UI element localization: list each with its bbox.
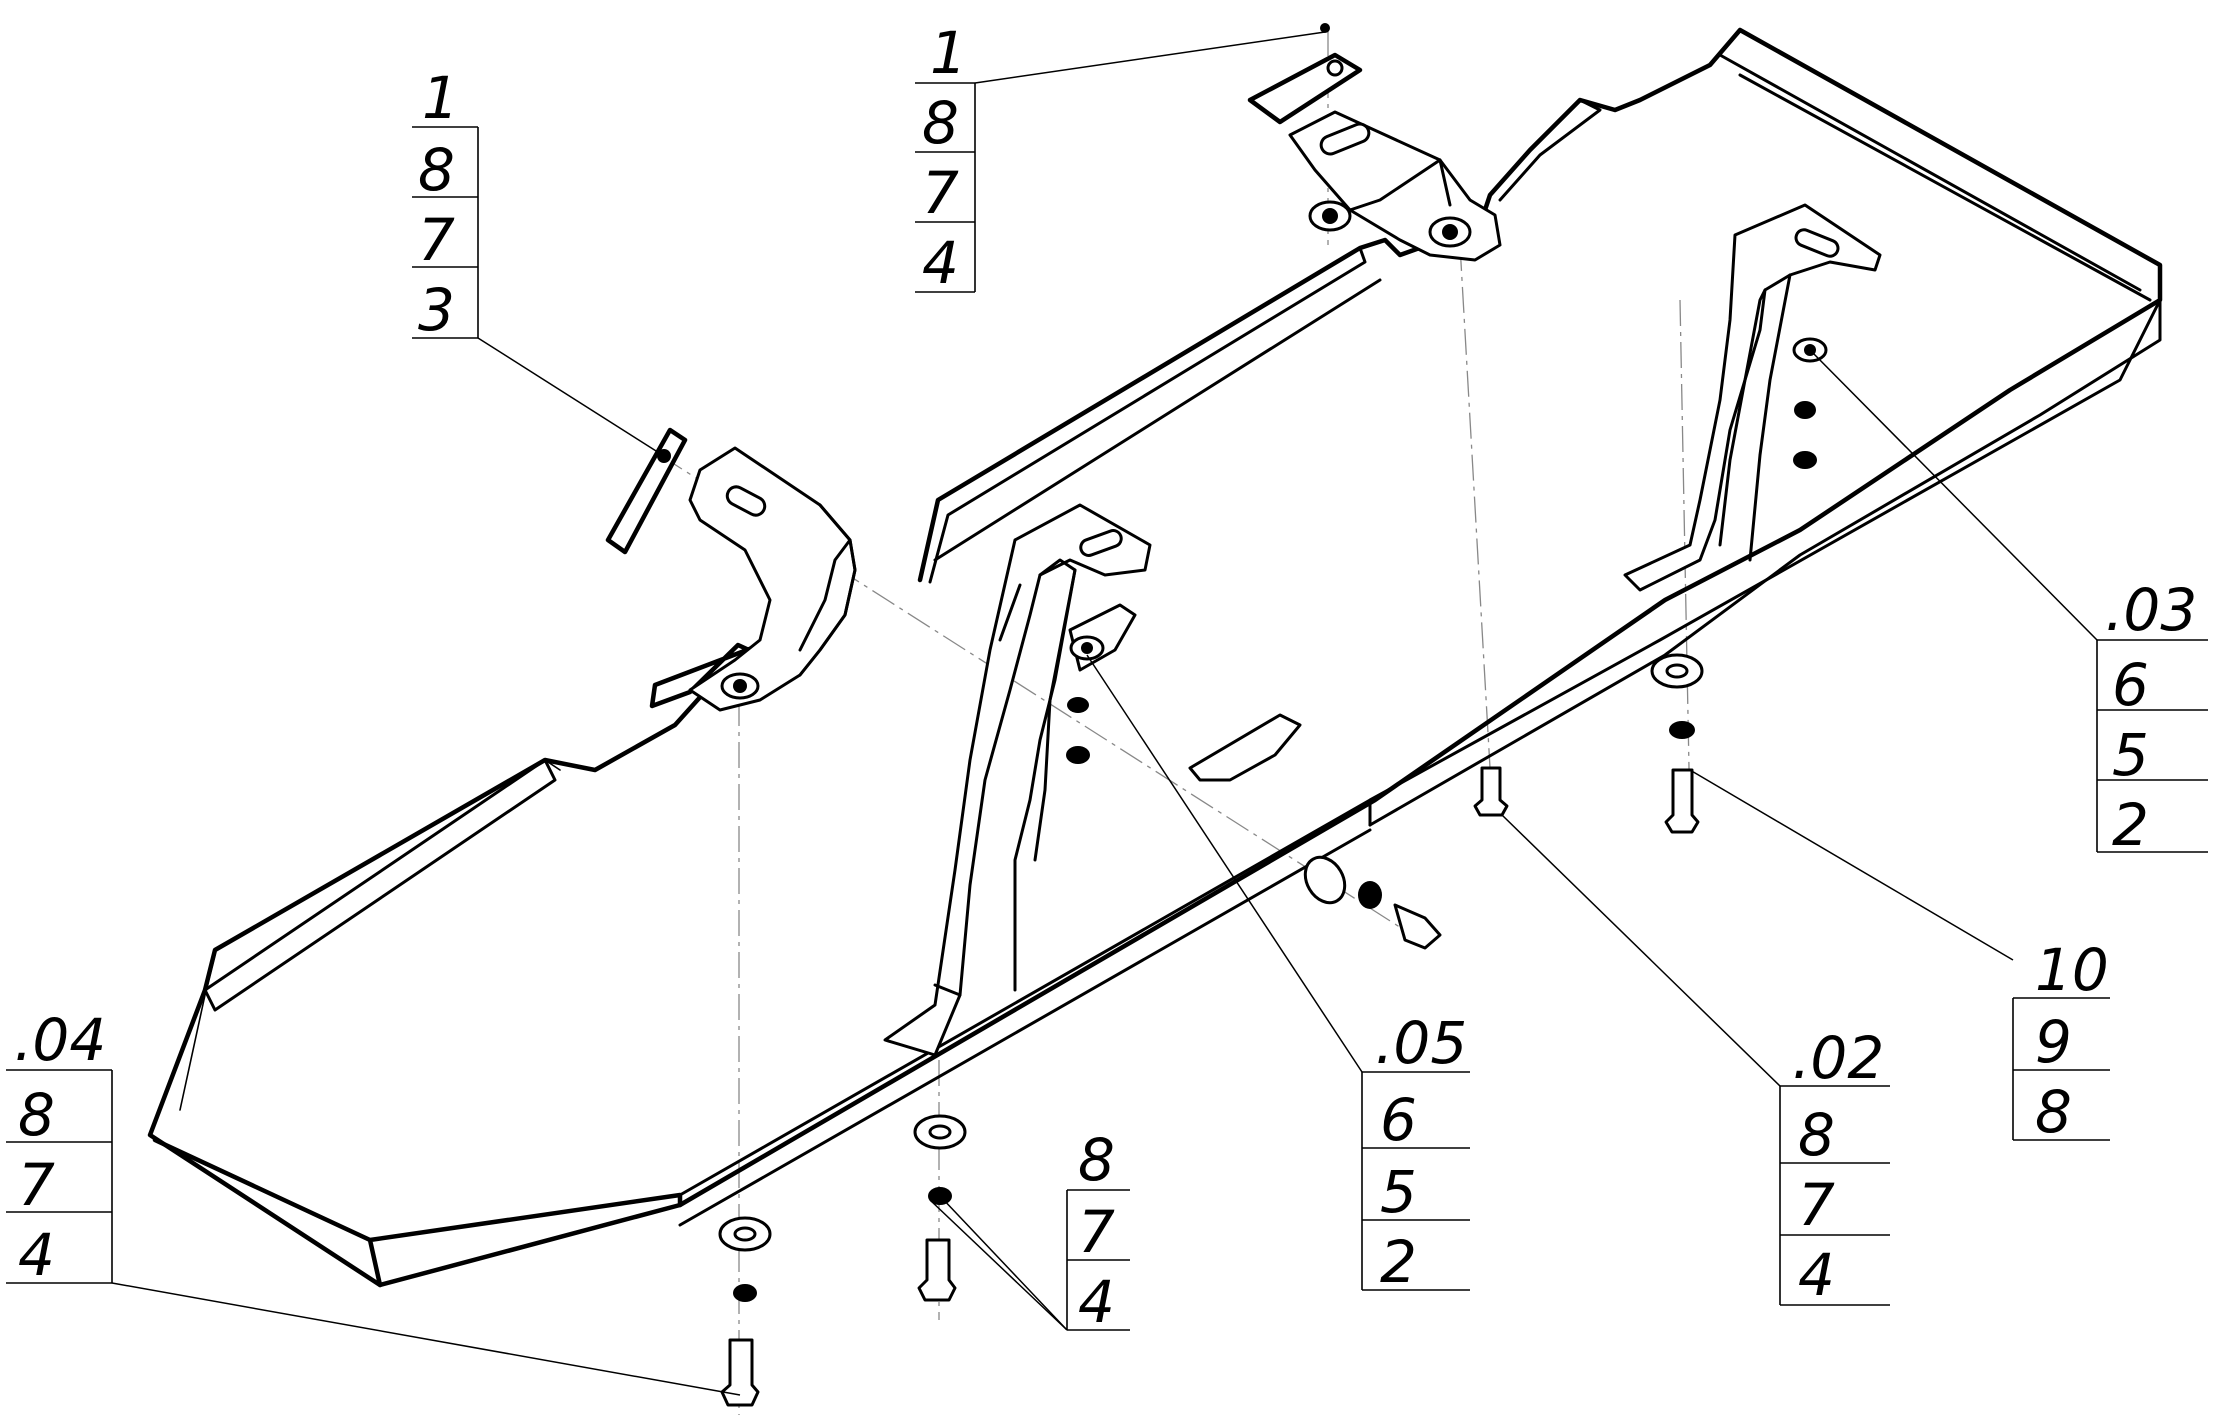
callout-label: 10 xyxy=(2035,936,2109,1004)
callout-label: 4 xyxy=(1798,1241,1835,1309)
callout-label: 8 xyxy=(2035,1078,2072,1146)
callout-label: 8 xyxy=(18,1081,55,1149)
callout-label: .02 xyxy=(1792,1024,1884,1092)
callout-label: .05 xyxy=(1375,1009,1467,1077)
callout-label: 8 xyxy=(922,89,959,157)
callout-label: 4 xyxy=(18,1221,55,1289)
callout-bottom-mid: 8 7 4 xyxy=(1066,1126,1130,1336)
callout-label: .03 xyxy=(2105,576,2197,644)
fasteners xyxy=(718,653,1704,1407)
callout-04: .04 8 7 4 xyxy=(6,1006,113,1289)
callout-03: .03 6 5 2 xyxy=(2096,576,2208,859)
callout-label: 5 xyxy=(2112,721,2149,789)
left-mount-bracket xyxy=(605,427,857,712)
callout-label: .04 xyxy=(14,1006,106,1074)
center-slot-feature xyxy=(1188,713,1302,782)
callout-top-center: 1 8 7 4 xyxy=(915,19,976,297)
callout-label: 3 xyxy=(418,276,455,344)
top-mount-bracket xyxy=(1247,23,1502,262)
callout-label: 6 xyxy=(2112,651,2149,719)
callout-label: 7 xyxy=(1078,1198,1115,1266)
callout-top-left: 1 8 7 3 xyxy=(412,64,479,344)
center-vertical-bracket xyxy=(883,503,1152,1057)
callout-label: 4 xyxy=(922,229,959,297)
callout-label: 1 xyxy=(930,19,967,87)
right-vertical-bracket xyxy=(1623,203,1882,592)
callout-label: 6 xyxy=(1380,1086,1417,1154)
callout-label: 9 xyxy=(2035,1008,2072,1076)
callout-label: 8 xyxy=(1078,1126,1115,1194)
callout-label: 5 xyxy=(1380,1158,1417,1226)
callout-label: 7 xyxy=(18,1151,55,1219)
callout-label: 8 xyxy=(418,136,455,204)
callout-label: 4 xyxy=(1078,1268,1115,1336)
callout-label: 7 xyxy=(1798,1171,1835,1239)
callout-05: .05 6 5 2 xyxy=(1361,1009,1470,1296)
callout-10: 10 9 8 xyxy=(2012,936,2110,1146)
assembly-axes xyxy=(659,30,1691,1415)
callout-label: 8 xyxy=(1798,1101,1835,1169)
callout-label: 7 xyxy=(418,206,455,274)
callout-02: .02 8 7 4 xyxy=(1779,1024,1890,1309)
leader-lines xyxy=(111,31,2098,1396)
callout-label: 2 xyxy=(1380,1228,1417,1296)
callout-label: 1 xyxy=(422,64,459,132)
callout-label: 7 xyxy=(922,159,959,227)
callout-label: 2 xyxy=(2112,791,2149,859)
